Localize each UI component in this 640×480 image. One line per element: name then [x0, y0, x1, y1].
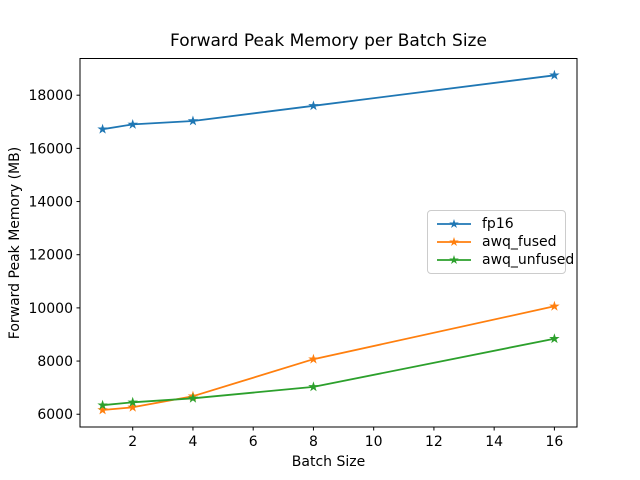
data-point-marker-awq_fused — [97, 404, 108, 415]
legend-handle-star-icon — [449, 255, 459, 265]
legend-item-awq-unfused: awq_unfused — [436, 251, 574, 269]
data-point-marker-awq_fused — [549, 300, 560, 311]
series-line-awq_unfused — [102, 337, 555, 407]
legend-line-marker-icon — [437, 255, 471, 265]
chart-title: Forward Peak Memory per Batch Size — [170, 31, 487, 51]
y-tick-label: 16000 — [28, 141, 73, 157]
y-tick-label: 10000 — [28, 301, 73, 317]
data-point-marker-awq_fused — [308, 353, 319, 364]
series-line-fp16 — [102, 74, 555, 131]
x-tick-label: 4 — [188, 434, 197, 450]
x-tick-label: 2 — [128, 434, 137, 450]
data-point-marker-awq_unfused — [308, 381, 319, 392]
legend-label: fp16 — [482, 216, 514, 232]
x-tick-label: 16 — [545, 434, 563, 450]
data-point-marker-fp16 — [549, 69, 560, 80]
legend-line-marker-icon — [437, 237, 471, 247]
legend-label: awq_unfused — [482, 252, 575, 268]
x-axis-label: Batch Size — [291, 454, 366, 470]
y-tick-label: 14000 — [28, 195, 73, 211]
data-point-marker-fp16 — [187, 115, 199, 126]
legend-label: awq_fused — [482, 234, 557, 250]
data-point-marker-awq_unfused — [549, 333, 560, 344]
data-point-marker-awq_unfused — [127, 396, 138, 407]
legend: fp16 awq_fused awq_unfused — [427, 210, 574, 274]
data-point-marker-awq_unfused — [97, 399, 108, 410]
data-point-marker-fp16 — [97, 123, 108, 134]
legend-line-marker-icon — [437, 219, 471, 229]
x-tick-label: 8 — [309, 434, 318, 450]
data-point-marker-awq_fused — [127, 401, 138, 412]
data-point-marker-fp16 — [127, 118, 138, 129]
x-tick-label: 10 — [365, 434, 383, 450]
series-line-awq_fused — [102, 305, 555, 411]
y-tick-label: 12000 — [28, 248, 73, 264]
axes-spines — [79, 58, 578, 428]
x-tick-label: 14 — [485, 434, 503, 450]
data-point-marker-fp16 — [308, 100, 319, 111]
y-axis-label: Forward Peak Memory (MB) — [7, 146, 23, 340]
legend-handle-star-icon — [449, 219, 459, 229]
y-tick-label: 18000 — [28, 88, 73, 104]
x-tick-label: 12 — [425, 434, 443, 450]
x-tick-label: 6 — [249, 434, 258, 450]
legend-item-awq-fused: awq_fused — [436, 233, 557, 251]
y-tick-label: 8000 — [37, 354, 73, 370]
legend-item-fp16: fp16 — [436, 215, 557, 233]
legend-handle-star-icon — [449, 237, 459, 247]
data-point-marker-awq_unfused — [187, 392, 199, 403]
y-tick-label: 6000 — [37, 407, 73, 423]
